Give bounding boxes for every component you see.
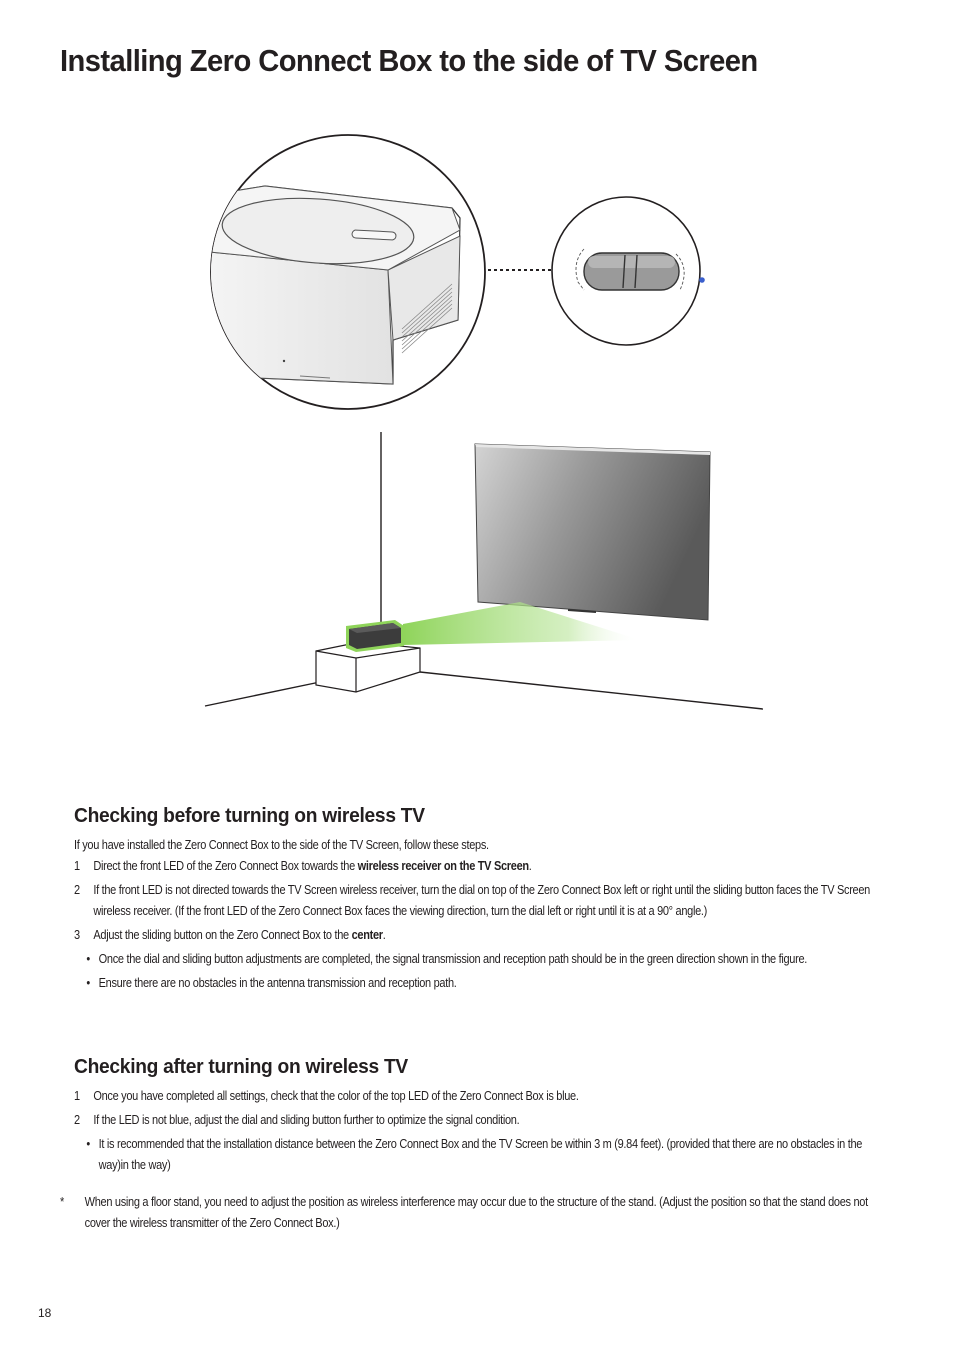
list-item: 3 Adjust the sliding button on the Zero … — [74, 928, 386, 942]
page-number: 18 — [38, 1306, 52, 1320]
zero-connect-box-small — [346, 620, 404, 652]
emphasis-text: wireless receiver on the TV Screen — [357, 859, 529, 873]
section-heading-before: Checking before turning on wireless TV — [74, 805, 425, 827]
section-heading-after: Checking after turning on wireless TV — [74, 1056, 408, 1078]
list-item: 2 If the LED is not blue, adjust the dia… — [74, 1113, 520, 1127]
bullet-item: • Ensure there are no obstacles in the a… — [86, 976, 457, 990]
box-detail-circle — [210, 134, 486, 410]
installation-illustration — [195, 125, 780, 730]
emphasis-text: center — [351, 928, 383, 942]
list-item: 1 Once you have completed all settings, … — [74, 1089, 579, 1103]
tv-screen — [474, 443, 711, 621]
slider-detail-circle — [551, 196, 705, 346]
page-title: Installing Zero Connect Box to the side … — [60, 43, 758, 78]
bullet-item: • It is recommended that the installatio… — [86, 1137, 863, 1172]
section-after: Checking after turning on wireless TV 1 … — [74, 1054, 904, 1179]
signal-beam — [403, 602, 640, 645]
room-lines — [204, 432, 764, 710]
bullet-item: • Once the dial and sliding button adjus… — [86, 952, 808, 966]
intro-text: If you have installed the Zero Connect B… — [74, 838, 489, 852]
led-indicator — [699, 277, 705, 283]
list-item: 1 Direct the front LED of the Zero Conne… — [74, 859, 532, 873]
list-item: 2 If the front LED is not directed towar… — [74, 883, 871, 918]
section-before: Checking before turning on wireless TV I… — [74, 803, 904, 997]
footnote: * When using a floor stand, you need to … — [60, 1195, 868, 1230]
